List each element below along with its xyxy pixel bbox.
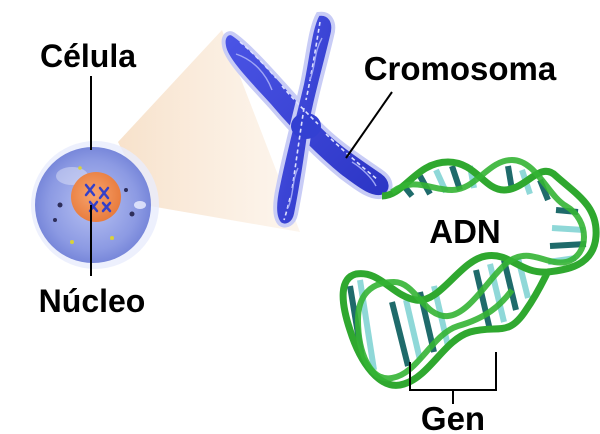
cell-icon bbox=[31, 141, 159, 269]
chromosome-leader-line bbox=[345, 91, 393, 159]
gene-label: Gen bbox=[421, 400, 485, 434]
nucleus-icon bbox=[71, 172, 121, 222]
chromosome-label: Cromosoma bbox=[364, 50, 557, 87]
dna-double-helix-icon bbox=[339, 157, 600, 389]
dna-label: ADN bbox=[429, 213, 501, 250]
cell-label: Célula bbox=[40, 38, 136, 74]
zoom-cone bbox=[118, 30, 300, 232]
nucleus-label: Núcleo bbox=[39, 283, 146, 319]
chromosome-icon bbox=[221, 11, 393, 228]
